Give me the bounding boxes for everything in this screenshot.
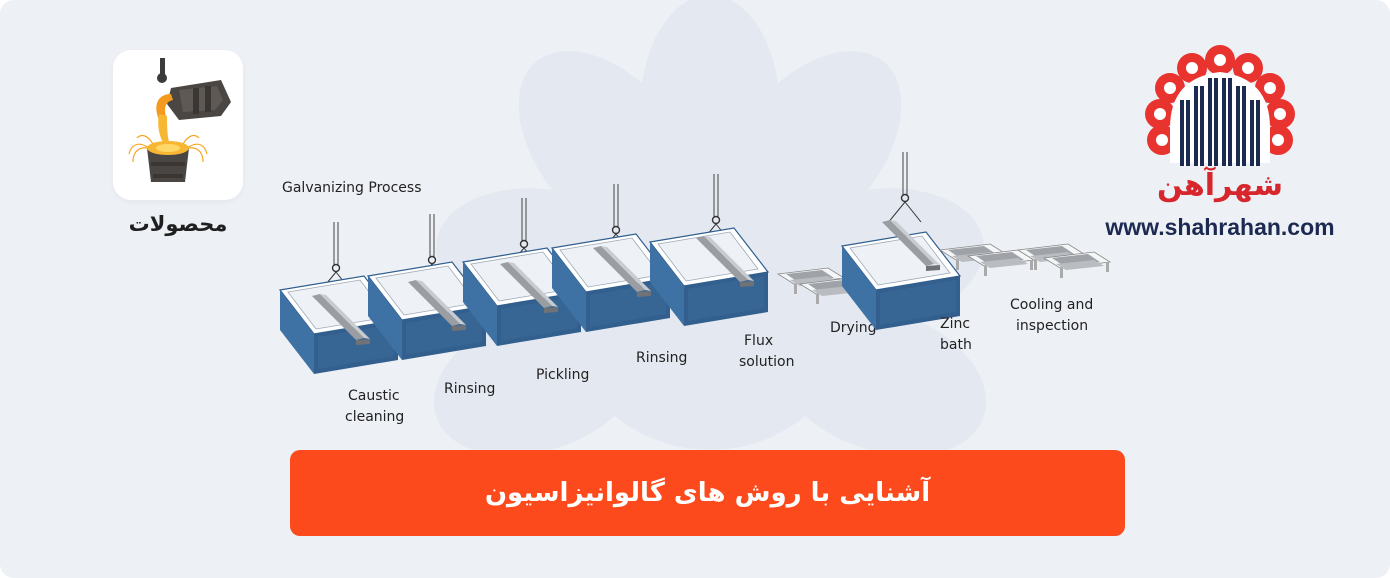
step-label: Cooling and bbox=[1010, 297, 1093, 313]
step-pickling: Pickling bbox=[462, 197, 589, 383]
shahrahan-logo-icon bbox=[1145, 45, 1295, 166]
galvanizing-process-diagram: Galvanizing Process Caustic cleaning Rin… bbox=[279, 151, 1111, 425]
diagram-title: Galvanizing Process bbox=[282, 180, 422, 196]
step-label: bath bbox=[940, 337, 972, 353]
step-label: Zinc bbox=[940, 316, 970, 332]
step-zinc-bath: Zinc bath bbox=[841, 151, 972, 353]
step-rinsing-2: Rinsing bbox=[551, 183, 687, 366]
step-label: Rinsing bbox=[636, 350, 687, 366]
step-flux-solution: Flux solution bbox=[649, 173, 794, 370]
step-label: Caustic bbox=[348, 388, 400, 404]
step-drying: Drying bbox=[777, 267, 876, 336]
products-category-tile[interactable] bbox=[113, 50, 243, 200]
site-url[interactable]: www.shahrahan.com bbox=[1105, 214, 1335, 240]
step-caustic-cleaning: Caustic cleaning bbox=[279, 221, 404, 425]
brand-logo-text: شهرآهن bbox=[1156, 168, 1284, 203]
step-label: Flux bbox=[744, 333, 773, 349]
step-label: inspection bbox=[1016, 318, 1088, 334]
step-rinsing-1: Rinsing bbox=[367, 213, 495, 397]
step-cooling-inspection: Cooling and inspection bbox=[939, 243, 1111, 334]
galvanizing-methods-button[interactable]: آشنایی با روش های گالوانیزاسیون bbox=[290, 450, 1125, 536]
products-label: محصولات bbox=[128, 212, 228, 236]
step-label: Drying bbox=[830, 320, 876, 336]
step-label: Pickling bbox=[536, 367, 589, 383]
molten-metal-pouring-icon bbox=[128, 58, 231, 182]
step-label: cleaning bbox=[345, 409, 404, 425]
step-label: Rinsing bbox=[444, 381, 495, 397]
step-label: solution bbox=[739, 354, 794, 370]
